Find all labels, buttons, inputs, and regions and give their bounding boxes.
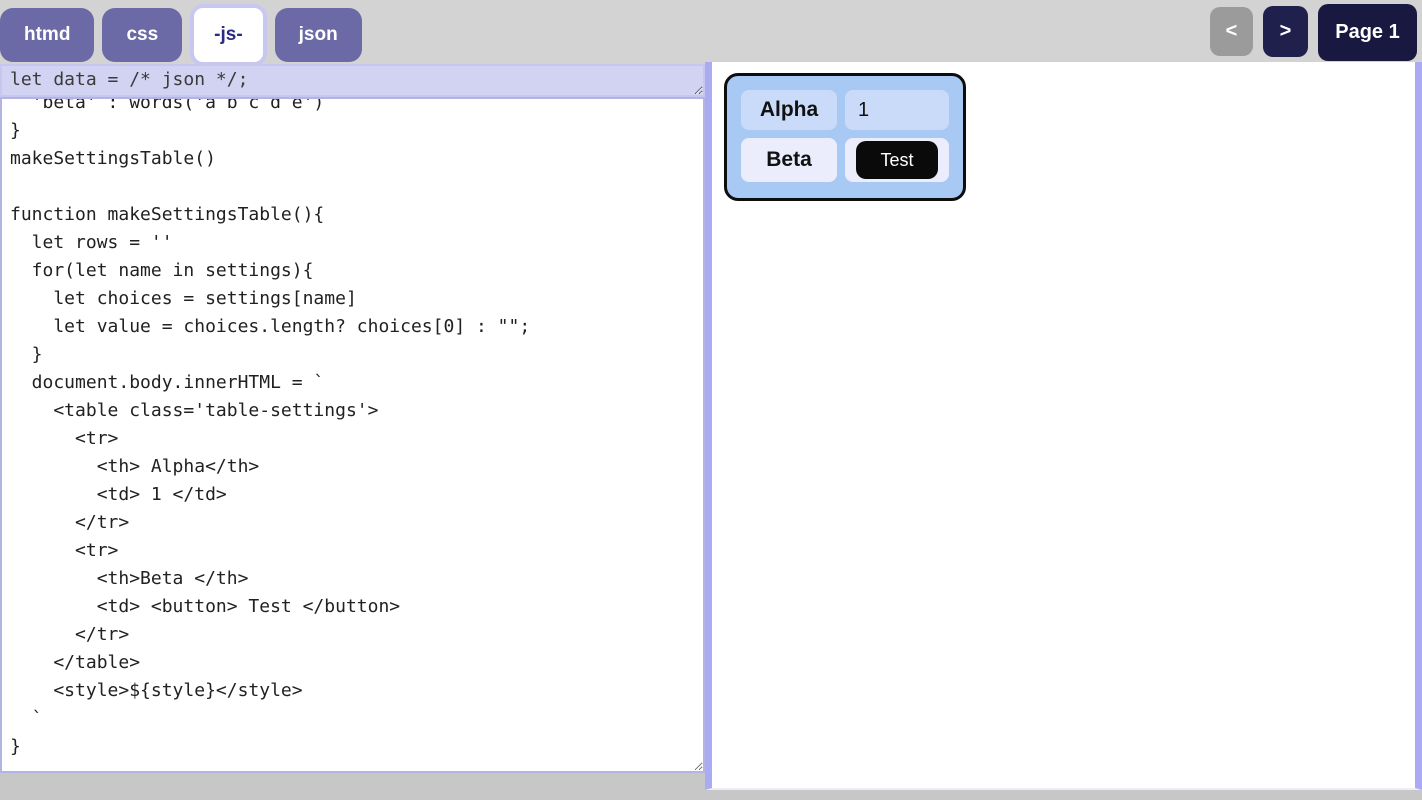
test-button[interactable]: Test (856, 141, 938, 179)
settings-row-value-alpha: 1 (845, 90, 949, 130)
pager-controls: < > Page 1 (1210, 4, 1417, 61)
preview-panel: Alpha 1 Beta Test (705, 62, 1422, 790)
settings-row-header-alpha: Alpha (741, 90, 837, 130)
settings-table: Alpha 1 Beta Test (724, 73, 966, 201)
tab-css[interactable]: css (102, 8, 183, 62)
tab-js[interactable]: -js- (190, 4, 267, 66)
tab-strip: htmd css -js- json (0, 0, 362, 66)
data-declaration-textarea[interactable] (0, 64, 705, 97)
settings-row-value-beta: Test (845, 138, 949, 182)
page-indicator-button[interactable]: Page 1 (1318, 4, 1417, 61)
settings-row-header-beta: Beta (741, 138, 837, 182)
tab-htmd[interactable]: htmd (0, 8, 95, 62)
prev-page-button[interactable]: < (1210, 7, 1253, 56)
top-bar: htmd css -js- json < > Page 1 (0, 0, 1422, 66)
code-textarea[interactable] (0, 97, 705, 773)
next-page-button[interactable]: > (1263, 6, 1308, 57)
tab-json[interactable]: json (274, 8, 362, 62)
settings-grid: Alpha 1 Beta Test (741, 90, 949, 182)
